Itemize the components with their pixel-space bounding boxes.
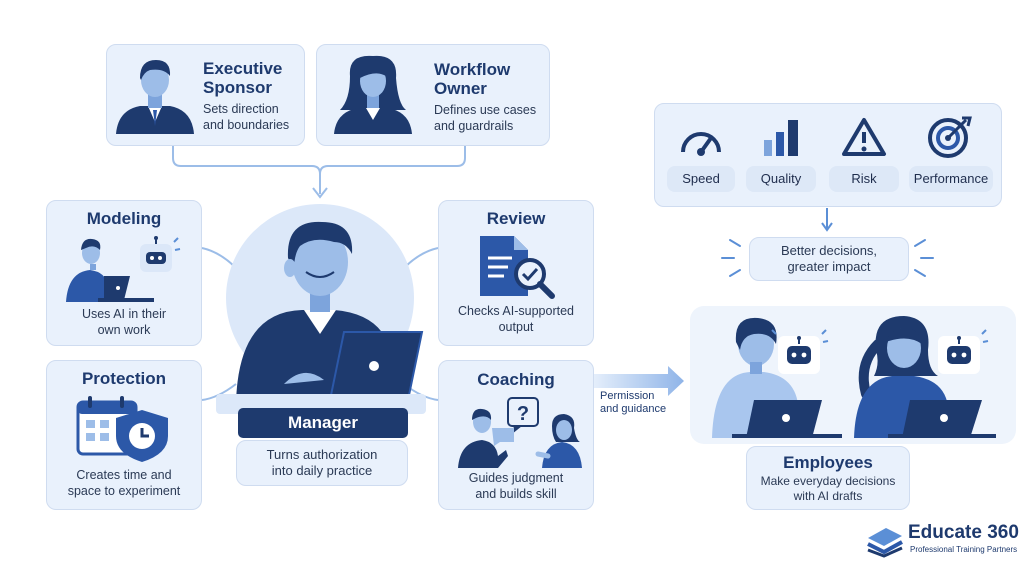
brand-name: Educate 360 xyxy=(908,522,1019,543)
svg-text:?: ? xyxy=(517,403,529,425)
owner-person-icon xyxy=(334,55,412,134)
bar-chart-icon xyxy=(764,120,798,156)
sponsor-person-icon xyxy=(116,60,194,134)
review-title: Review xyxy=(486,209,546,228)
modeling-title: Modeling xyxy=(86,209,162,228)
employee-robot-icon-left xyxy=(771,329,829,374)
document-magnifier-icon xyxy=(480,236,555,299)
manager-person-laptop-illustration xyxy=(236,221,424,404)
warning-icon xyxy=(842,118,886,156)
employee-robot-icon-right xyxy=(938,329,989,374)
modeling-person-laptop-icon xyxy=(66,238,154,302)
coaching-people-icon: ? xyxy=(458,397,582,468)
coaching-title: Coaching xyxy=(477,370,555,389)
outcome-quality: Quality xyxy=(746,166,816,192)
speedometer-icon xyxy=(681,132,721,156)
result-card xyxy=(749,237,909,281)
calendar-shield-clock-icon xyxy=(76,396,168,462)
employees-card xyxy=(746,446,910,510)
manager-desc-card xyxy=(236,440,408,486)
modeling-robot-icon xyxy=(140,236,181,272)
handoff-arrow xyxy=(594,366,684,396)
educate360-logo-icon xyxy=(867,528,903,558)
employees-title: Employees xyxy=(783,453,873,472)
result-text: Better decisions,greater impact xyxy=(780,243,878,274)
target-icon xyxy=(928,116,972,158)
outcome-performance: Performance xyxy=(909,166,993,192)
protection-title: Protection xyxy=(81,369,167,388)
modeling-card xyxy=(46,200,202,346)
outcome-risk: Risk xyxy=(829,166,899,192)
outcome-speed: Speed xyxy=(667,166,735,192)
employee-woman-laptop-illustration xyxy=(854,316,996,438)
employee-man-laptop-illustration xyxy=(712,317,842,438)
manager-label: Manager xyxy=(238,408,408,438)
brand-tagline: Professional Training Partners xyxy=(910,545,1018,554)
